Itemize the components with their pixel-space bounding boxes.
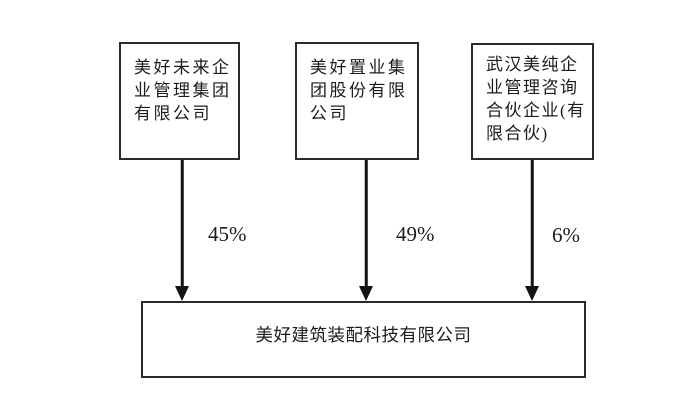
ownership-arrow-3 xyxy=(524,160,540,301)
ownership-label-2: 49% xyxy=(396,222,435,246)
shareholder-box-meihao-zhiye: 美好置业集 团股份有限 公司 xyxy=(295,42,419,160)
shareholder-name-line: 武汉美纯企 xyxy=(486,55,579,74)
subsidiary-box: 美好建筑装配科技有限公司 xyxy=(141,301,586,378)
shareholder-box-meihao-weilai: 美好未来企 业管理集团 有限公司 xyxy=(119,42,240,160)
ownership-arrow-2 xyxy=(358,160,374,301)
ownership-label-1: 45% xyxy=(208,222,247,246)
shareholder-name-line: 美好未来企 xyxy=(134,58,232,77)
arrow-head-icon xyxy=(175,286,189,301)
shareholder-name-line: 合伙企业(有 xyxy=(486,101,586,120)
subsidiary-name: 美好建筑装配科技有限公司 xyxy=(255,325,472,345)
shareholder-name-line: 业管理集团 xyxy=(134,81,232,100)
ownership-label-3: 6% xyxy=(552,223,580,247)
arrow-stem xyxy=(364,160,368,288)
shareholder-name-line: 公司 xyxy=(310,104,349,123)
shareholder-name-line: 限合伙) xyxy=(486,124,549,143)
ownership-arrow-1 xyxy=(174,160,190,301)
arrow-stem xyxy=(180,160,184,288)
arrow-head-icon xyxy=(359,286,373,301)
arrow-stem xyxy=(530,160,534,288)
shareholder-box-wuhan-meichun: 武汉美纯企 业管理咨询 合伙企业(有 限合伙) xyxy=(471,43,594,160)
shareholder-name-line: 美好置业集 xyxy=(310,58,408,77)
shareholder-name-line: 有限公司 xyxy=(134,104,212,123)
arrow-head-icon xyxy=(525,286,539,301)
shareholder-name-line: 团股份有限 xyxy=(310,81,408,100)
shareholder-name-line: 业管理咨询 xyxy=(486,78,579,97)
